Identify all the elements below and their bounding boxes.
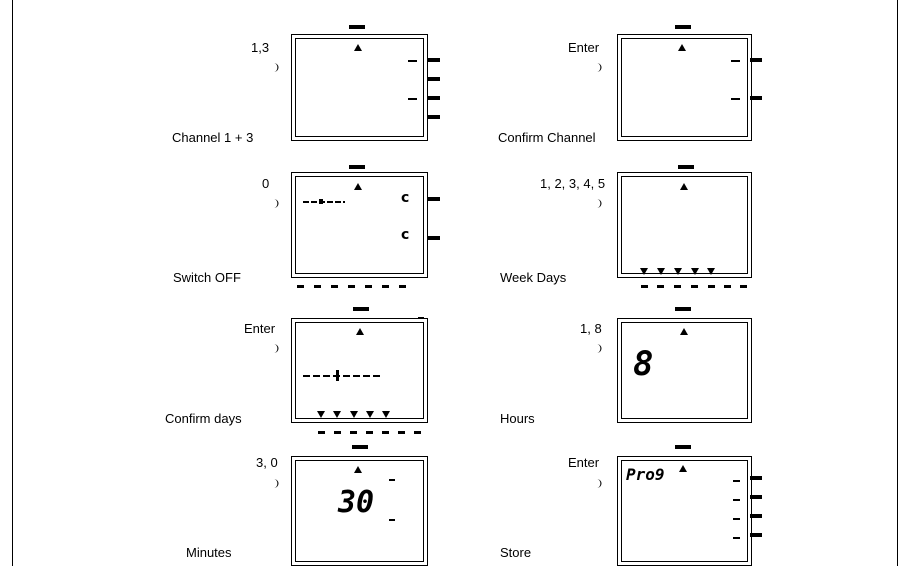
segment-dash bbox=[389, 479, 395, 481]
caption: Week Days bbox=[500, 270, 567, 285]
moon-icon bbox=[596, 199, 602, 208]
channel-bar bbox=[428, 115, 440, 119]
key-label: 3, 0 bbox=[256, 455, 278, 470]
channel-bar bbox=[750, 58, 762, 62]
top-marker bbox=[675, 445, 691, 449]
lcd-screen bbox=[291, 456, 428, 566]
channel-off-icon: c bbox=[401, 227, 410, 243]
lcd-screen bbox=[291, 318, 428, 423]
arrow-up-icon bbox=[678, 44, 686, 51]
lcd-screen bbox=[291, 172, 428, 278]
caption: Store bbox=[500, 545, 532, 560]
day-arrow-icon bbox=[366, 411, 374, 418]
arrow-up-icon bbox=[680, 328, 688, 335]
moon-icon bbox=[273, 199, 279, 208]
day-arrow-icon bbox=[657, 268, 665, 275]
arrow-up-icon bbox=[354, 183, 362, 190]
moon-icon bbox=[273, 479, 279, 488]
day-arrow-icon bbox=[640, 268, 648, 275]
lcd-screen bbox=[291, 34, 428, 141]
store-display-text: Pro9 bbox=[626, 465, 665, 484]
top-marker bbox=[675, 307, 691, 311]
channel-bar bbox=[428, 58, 440, 62]
channel-marker bbox=[733, 480, 740, 482]
caption: Confirm Channel bbox=[498, 130, 596, 145]
caption: Channel 1 + 3 bbox=[172, 130, 254, 145]
minute-digits: 30 bbox=[338, 485, 375, 520]
channel-bar bbox=[428, 197, 440, 201]
top-marker bbox=[675, 25, 691, 29]
day-arrow-icon bbox=[691, 268, 699, 275]
channel-bar bbox=[428, 236, 440, 240]
moon-icon bbox=[596, 479, 602, 488]
channel-bar bbox=[750, 514, 762, 518]
day-arrow-icon bbox=[382, 411, 390, 418]
channel-marker bbox=[731, 98, 740, 100]
key-label: Enter bbox=[244, 321, 276, 336]
moon-icon bbox=[596, 344, 602, 353]
caption: Switch OFF bbox=[173, 270, 241, 285]
arrow-up-icon bbox=[354, 466, 362, 473]
channel-marker bbox=[408, 98, 417, 100]
moon-icon bbox=[596, 63, 602, 72]
caption: Hours bbox=[500, 411, 535, 426]
segment-dash bbox=[389, 519, 395, 521]
key-label: 0 bbox=[262, 176, 270, 191]
key-label: Enter bbox=[568, 455, 600, 470]
arrow-up-icon bbox=[680, 183, 688, 190]
moon-icon bbox=[273, 63, 279, 72]
day-arrow-icon bbox=[317, 411, 325, 418]
channel-marker bbox=[733, 518, 740, 520]
channel-bar bbox=[750, 533, 762, 537]
lcd-screen bbox=[617, 34, 752, 141]
channel-marker bbox=[733, 499, 740, 501]
day-arrow-icon bbox=[674, 268, 682, 275]
key-label: 1, 8 bbox=[580, 321, 602, 336]
channel-marker bbox=[418, 317, 424, 318]
channel-marker bbox=[733, 537, 740, 539]
caption: Minutes bbox=[186, 545, 232, 560]
day-arrow-icon bbox=[707, 268, 715, 275]
channel-bar bbox=[428, 96, 440, 100]
key-label: 1,3 bbox=[251, 40, 270, 55]
top-marker bbox=[352, 445, 368, 449]
key-label: 1, 2, 3, 4, 5 bbox=[540, 176, 606, 191]
arrow-up-icon bbox=[679, 465, 687, 472]
channel-marker bbox=[731, 60, 740, 62]
top-marker bbox=[678, 165, 694, 169]
channel-bar bbox=[750, 96, 762, 100]
hour-digit: 8 bbox=[633, 344, 654, 384]
diagram-frame bbox=[12, 0, 898, 566]
top-marker bbox=[349, 165, 365, 169]
arrow-up-icon bbox=[356, 328, 364, 335]
lcd-screen bbox=[617, 318, 752, 423]
top-marker bbox=[349, 25, 365, 29]
top-marker bbox=[353, 307, 369, 311]
key-label: Enter bbox=[568, 40, 600, 55]
channel-bar bbox=[750, 476, 762, 480]
caption: Confirm days bbox=[165, 411, 242, 426]
channel-off-icon: c bbox=[401, 190, 410, 206]
day-arrow-icon bbox=[350, 411, 358, 418]
lcd-screen bbox=[617, 172, 752, 278]
arrow-up-icon bbox=[354, 44, 362, 51]
channel-bar bbox=[750, 495, 762, 499]
channel-bar bbox=[428, 77, 440, 81]
moon-icon bbox=[273, 344, 279, 353]
lcd-screen bbox=[617, 456, 752, 566]
day-arrow-icon bbox=[333, 411, 341, 418]
channel-marker bbox=[408, 60, 417, 62]
